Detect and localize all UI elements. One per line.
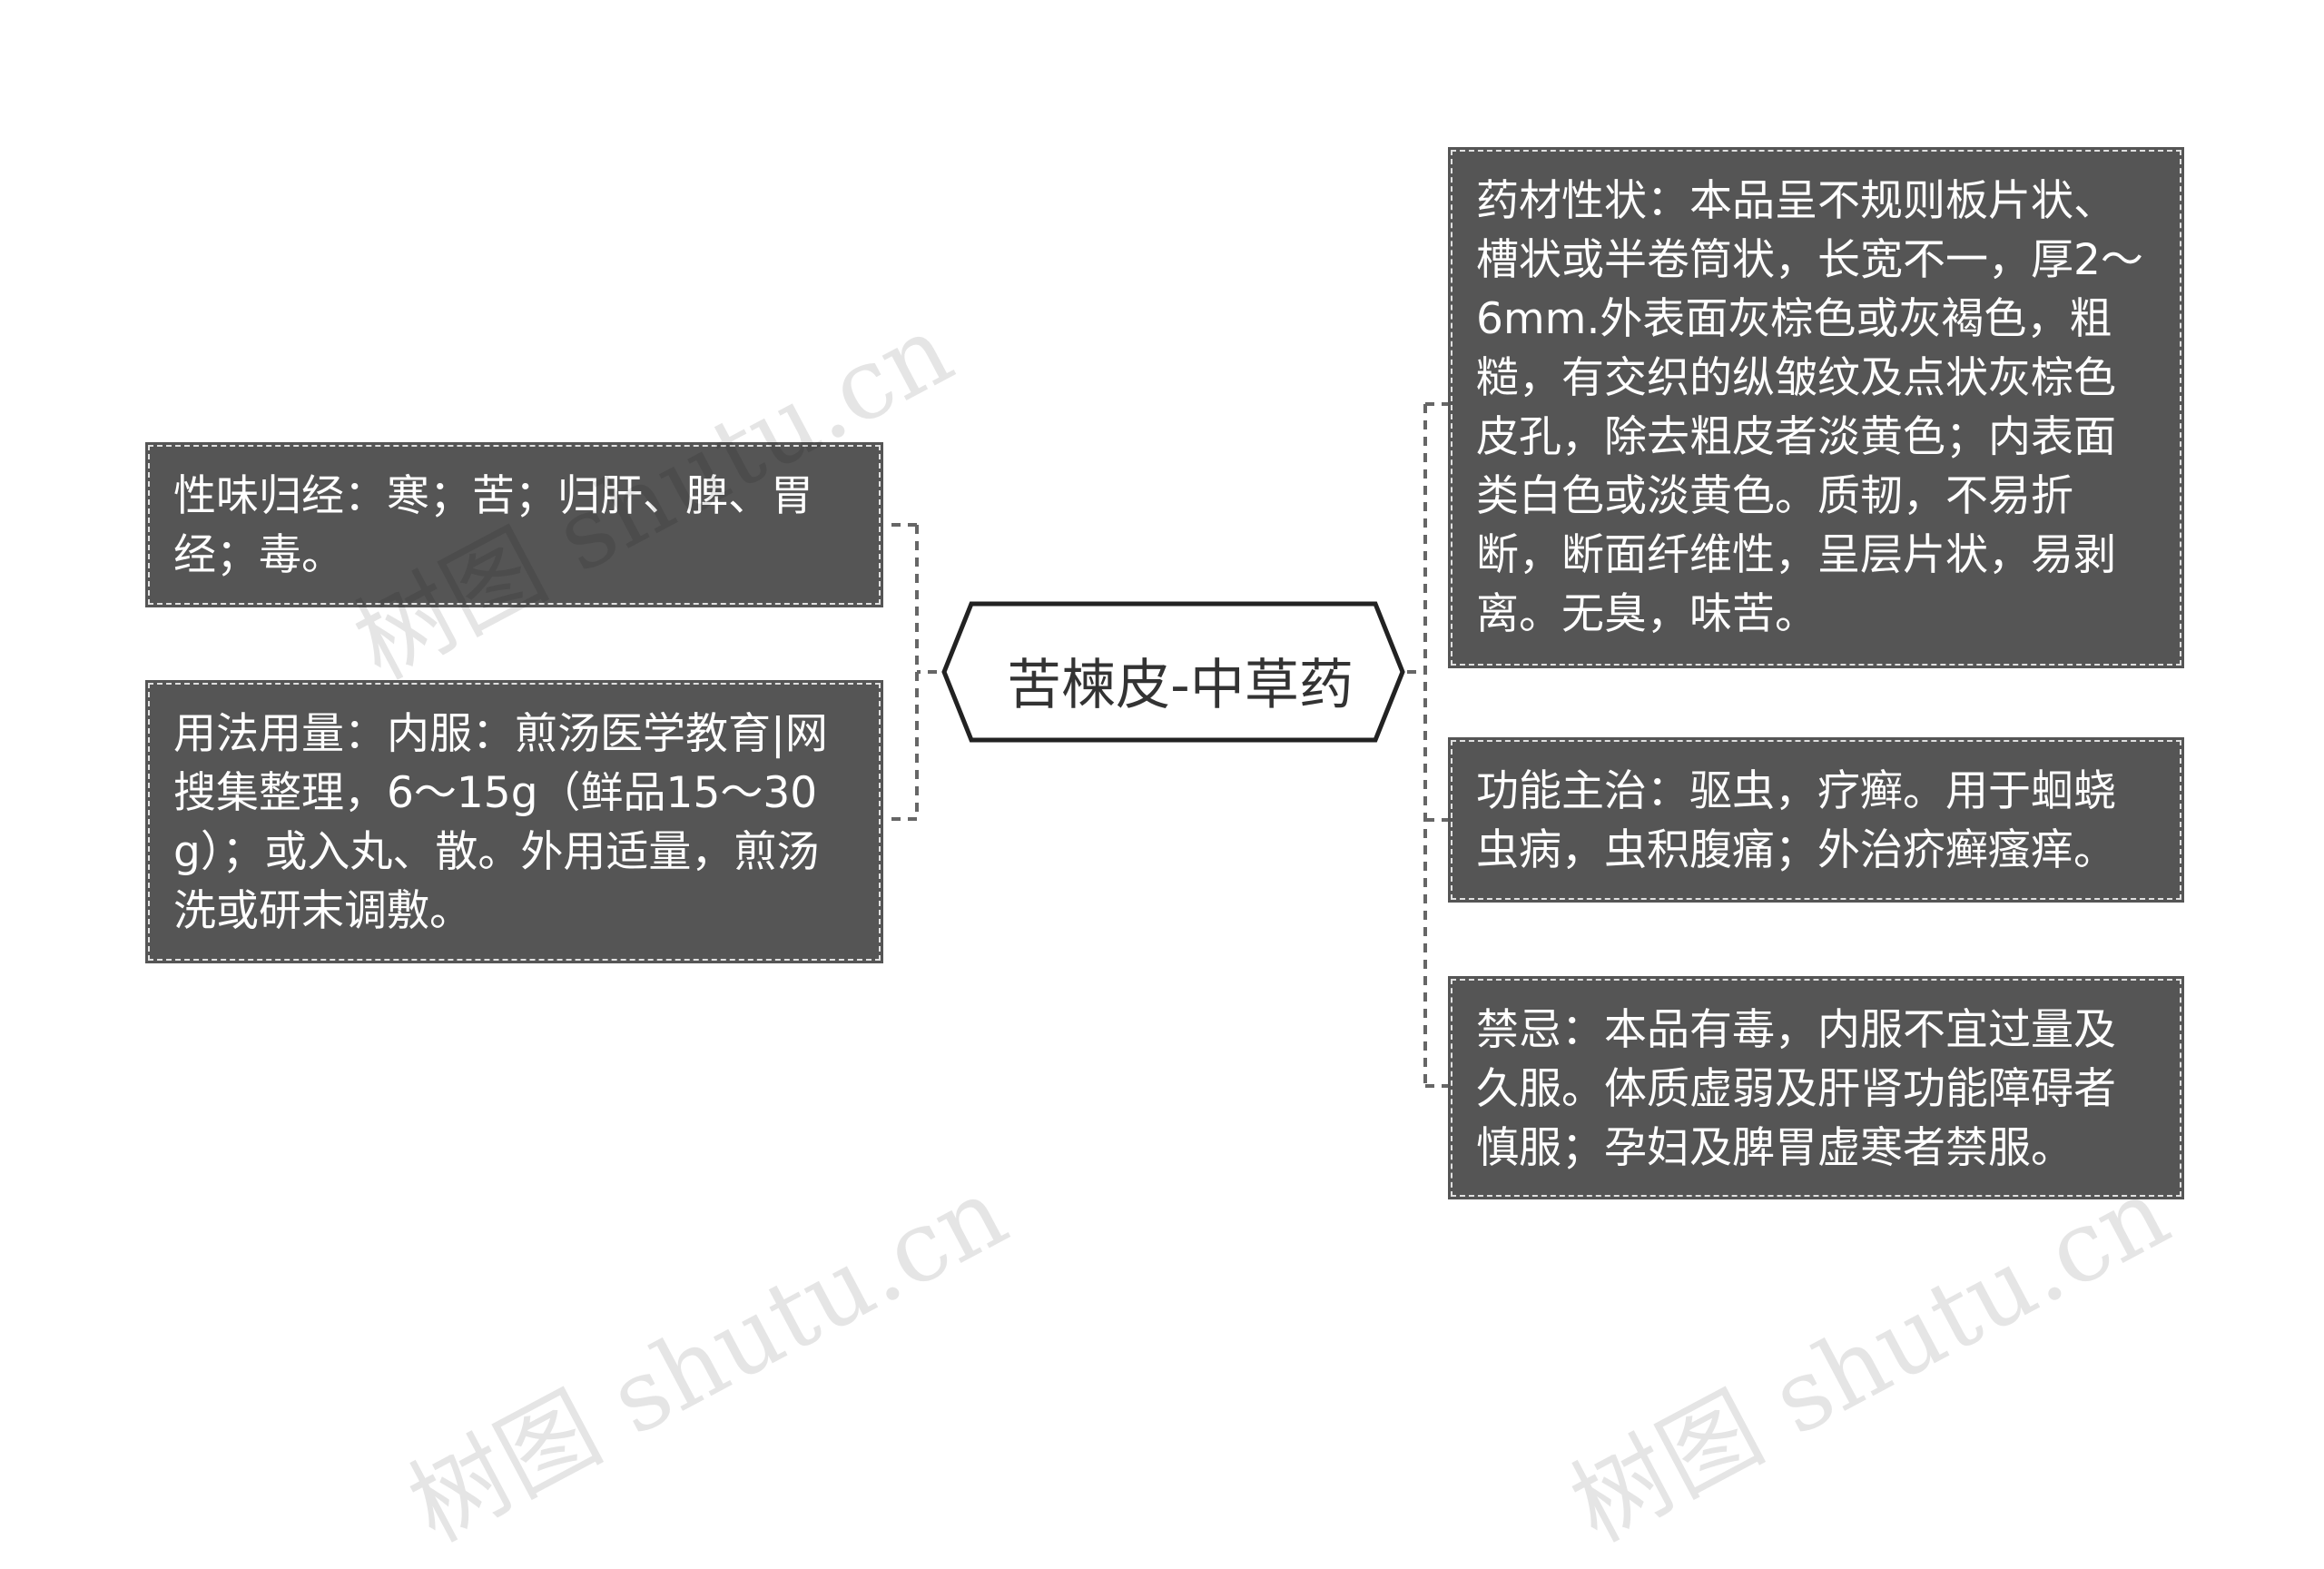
center-node-shape xyxy=(941,601,1405,743)
node-yongfa[interactable]: 用法用量：内服：煎汤医学教育|网搜集整理，6～15g（鲜品15～30g）；或入丸… xyxy=(145,680,883,963)
mind-map: 苦楝皮-中草药 性味归经：寒；苦；归肝、脾、胃经；毒。 用法用量：内服：煎汤医学… xyxy=(145,147,2186,1564)
connector-lines xyxy=(885,402,1455,1088)
node-yaocai[interactable]: 药材性状：本品呈不规则板片状、槽状或半卷筒状，长宽不一，厚2～6mm.外表面灰棕… xyxy=(1448,147,2184,668)
center-node-label[interactable]: 苦楝皮-中草药 xyxy=(1007,654,1354,717)
node-gongneng[interactable]: 功能主治：驱虫，疗癣。用于蛔蛲虫病，虫积腹痛；外治疥癣瘙痒。 xyxy=(1448,737,2184,903)
node-jinji[interactable]: 禁忌：本品有毒，内服不宜过量及久服。体质虚弱及肝肾功能障碍者慎服；孕妇及脾胃虚寒… xyxy=(1448,976,2184,1199)
node-xingwei[interactable]: 性味归经：寒；苦；归肝、脾、胃经；毒。 xyxy=(145,442,883,607)
connector-right-trunk xyxy=(1407,404,1427,1086)
